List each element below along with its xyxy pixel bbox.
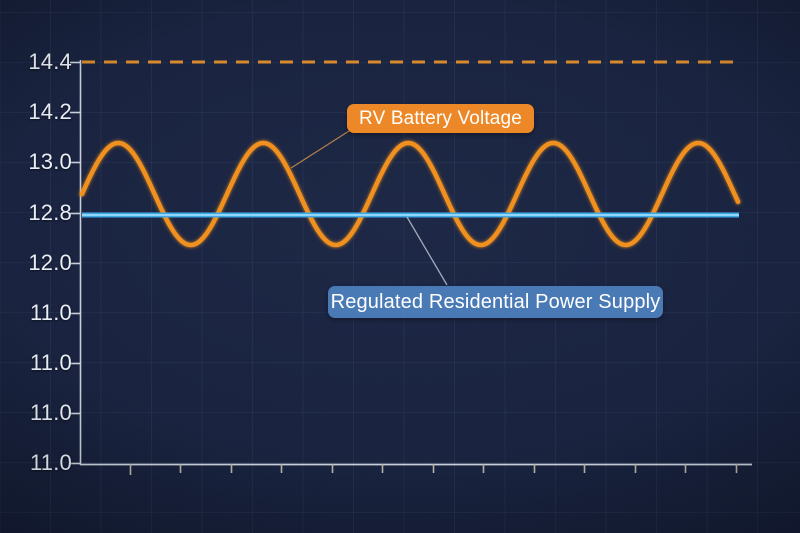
x-axis-ticks xyxy=(129,464,738,475)
y-axis-tick-label: 13.0 xyxy=(28,149,72,174)
annotation-label-regulated-power-supply: Regulated Residential Power Supply xyxy=(328,286,663,318)
y-axis-tick-label: 11.0 xyxy=(30,450,72,475)
y-axis-tick-label: 11.0 xyxy=(30,300,72,325)
orange-annotation-leader-line xyxy=(290,130,350,169)
y-axis-tick-label: 12.0 xyxy=(28,250,72,275)
y-axis-tick-label: 12.8 xyxy=(28,200,72,225)
y-axis-tick-label: 11.0 xyxy=(30,350,72,375)
y-axis-labels: 14.4 14.2 13.0 12.8 12.0 11.0 11.0 11.0 … xyxy=(0,0,72,533)
annotation-label-rv-battery-voltage: RV Battery Voltage xyxy=(347,104,534,133)
y-axis-tick-label: 14.2 xyxy=(28,99,72,124)
y-axis-tick-label: 11.0 xyxy=(30,400,72,425)
y-axis-tick-label: 14.4 xyxy=(28,49,72,74)
blue-annotation-leader-line xyxy=(406,216,448,286)
